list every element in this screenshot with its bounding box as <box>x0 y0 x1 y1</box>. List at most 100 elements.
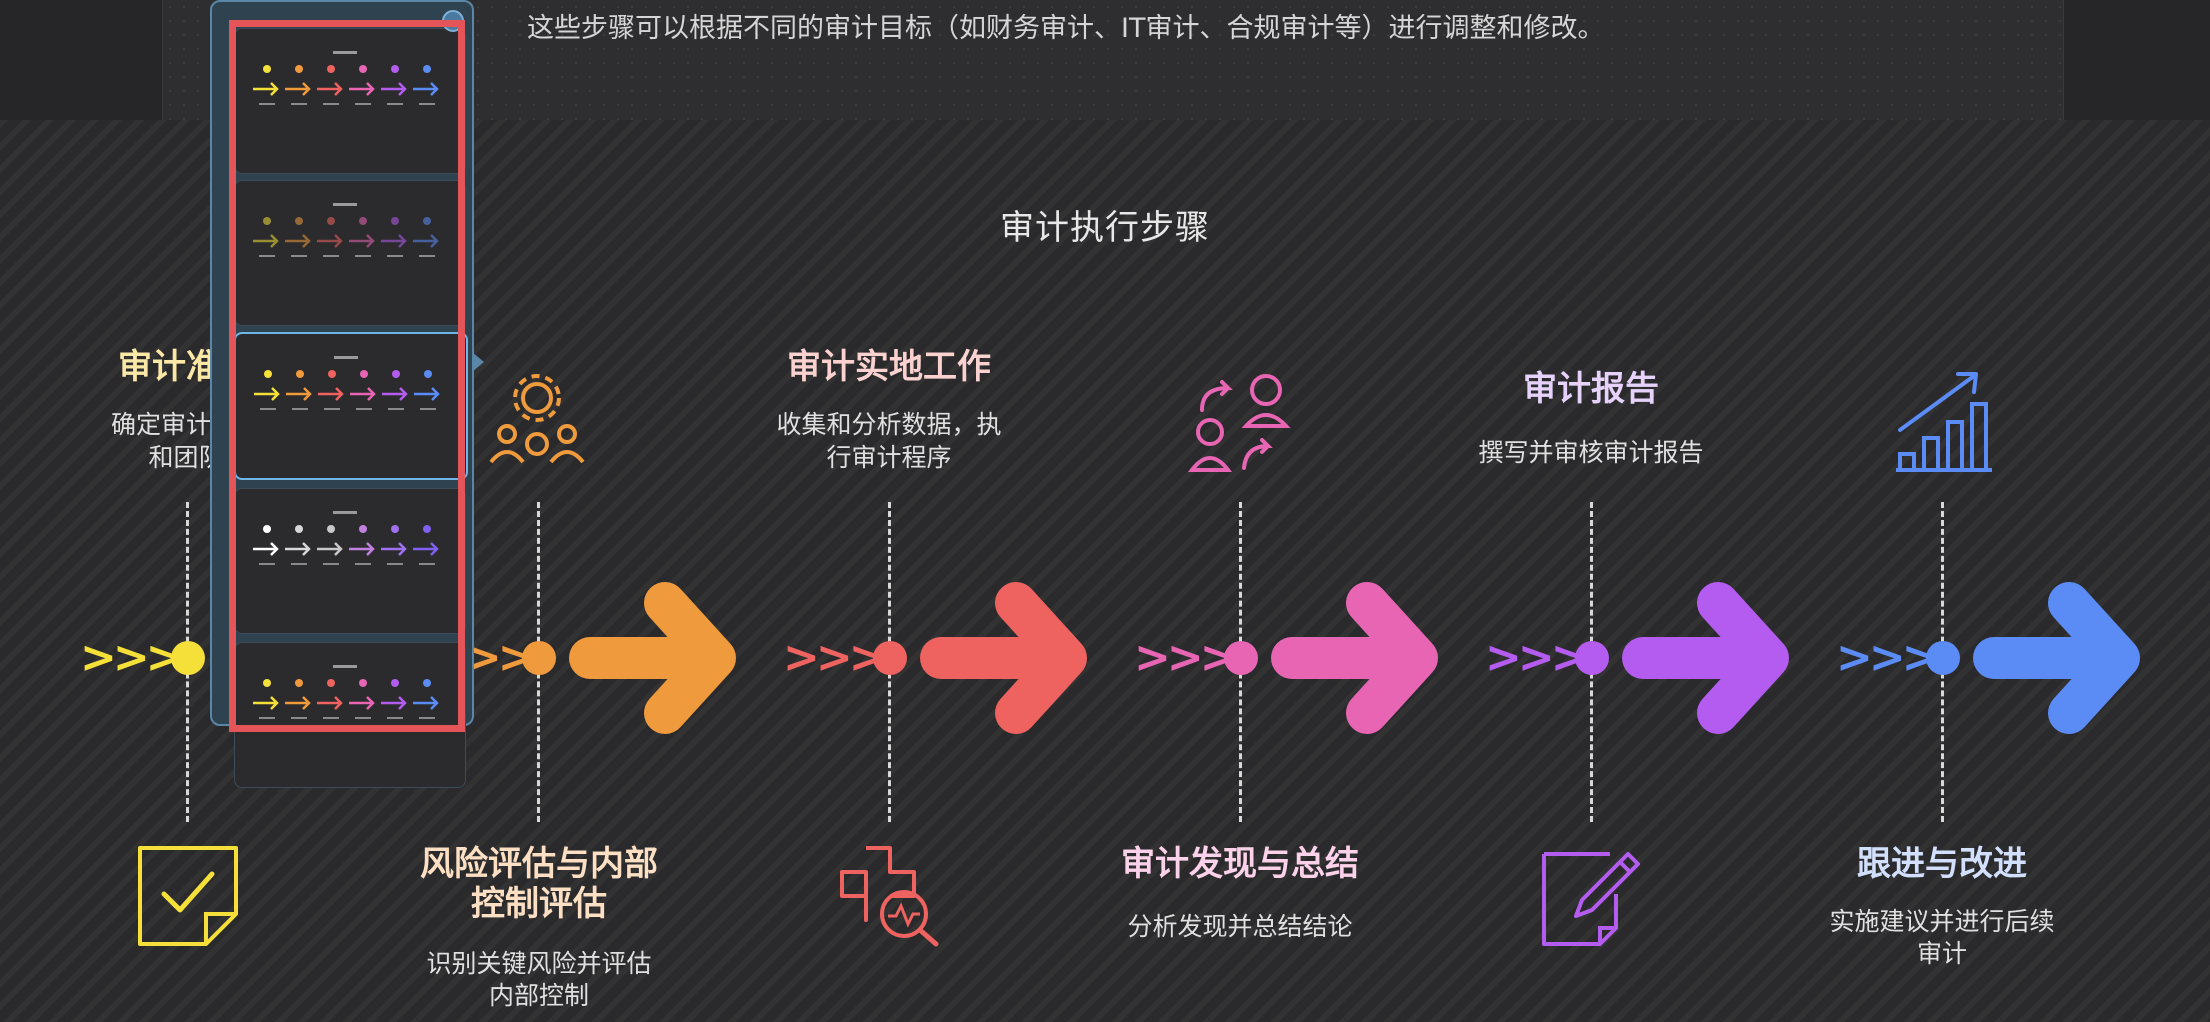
thumbnail-arrow <box>413 234 439 248</box>
style-thumbnail-5[interactable] <box>234 642 466 788</box>
thumbnail-arrow <box>253 542 279 556</box>
thumbnail-node <box>264 370 272 378</box>
thumbnail-label-bar <box>323 103 339 105</box>
thumbnail-label-bar <box>291 563 307 565</box>
thumbnail-arrow <box>382 387 408 401</box>
pen-document-icon <box>1542 852 1640 946</box>
thumbnail-node <box>423 65 431 73</box>
thumbnail-arrow <box>350 387 376 401</box>
step1-chevrons: >>> <box>80 632 183 683</box>
thumbnail-arrow <box>286 387 312 401</box>
thumbnail-label-bar <box>420 408 436 410</box>
thumbnail-arrow <box>413 542 439 556</box>
style-thumbnail-1[interactable] <box>234 28 466 174</box>
thumbnail-arrow <box>414 387 440 401</box>
growth-chart-icon <box>1896 372 1992 472</box>
thumbnail-arrow <box>254 387 280 401</box>
thumbnail-label-bar <box>323 255 339 257</box>
thumbnail-node <box>423 217 431 225</box>
thumbnail-node <box>391 217 399 225</box>
step3-dot <box>873 641 907 675</box>
thumbnail-arrow <box>253 82 279 96</box>
step4-dot <box>1224 641 1258 675</box>
thumbnail-label-bar <box>387 717 403 719</box>
step3-desc-line2: 行审计程序 <box>826 443 952 472</box>
thumbnail-node <box>360 370 368 378</box>
thumbnail-arrow <box>317 696 343 710</box>
thumbnail-arrow <box>317 82 343 96</box>
step4-chevrons: >>> <box>1134 632 1237 683</box>
step2-desc-line2: 内部控制 <box>488 981 589 1010</box>
document-top-strip: 这些步骤可以根据不同的审计目标（如财务审计、IT审计、合规审计等）进行调整和修改… <box>0 0 2210 120</box>
step4-desc: 分析发现并总结结论 <box>1127 912 1353 941</box>
step2-arrow <box>569 582 736 734</box>
thumbnail-node <box>295 65 303 73</box>
checklist-note-icon <box>138 846 238 946</box>
thumbnail-node <box>327 679 335 687</box>
thumbnail-node <box>391 525 399 533</box>
thumbnail-preview <box>253 51 439 105</box>
thumbnail-preview <box>253 511 439 565</box>
thumbnail-arrow <box>317 234 343 248</box>
step6-chevrons: >>> <box>1836 632 1939 683</box>
thumbnail-node <box>423 525 431 533</box>
thumbnail-label-bar <box>387 103 403 105</box>
step3-title: 审计实地工作 <box>787 347 991 387</box>
thumbnail-title-bar <box>334 356 358 359</box>
thumbnail-label-bar <box>387 563 403 565</box>
thumbnail-label-bar <box>291 717 307 719</box>
thumbnail-node <box>296 370 304 378</box>
thumbnail-node <box>295 679 303 687</box>
step2-desc-line1: 识别关键风险并评估 <box>426 949 652 978</box>
diagram-title: 审计执行步骤 <box>1000 208 1210 248</box>
thumbnail-arrow <box>381 234 407 248</box>
thumbnail-arrow <box>285 82 311 96</box>
thumbnail-node <box>359 217 367 225</box>
thumbnail-arrow <box>349 82 375 96</box>
step4-arrow <box>1271 582 1438 734</box>
thumbnail-node <box>359 65 367 73</box>
style-thumbnail-2[interactable] <box>234 180 466 326</box>
thumbnail-arrow <box>349 234 375 248</box>
thumbnail-node <box>327 525 335 533</box>
step3-desc-line1: 收集和分析数据，执 <box>776 410 1002 439</box>
thumbnail-node <box>392 370 400 378</box>
style-thumbnail-panel <box>210 0 474 788</box>
thumbnail-label-bar <box>259 563 275 565</box>
thumbnail-label-bar <box>419 103 435 105</box>
thumbnail-title-bar <box>333 511 357 514</box>
thumbnail-arrow <box>413 696 439 710</box>
thumbnail-label-bar <box>291 255 307 257</box>
thumbnail-node <box>359 525 367 533</box>
thumbnail-node <box>359 679 367 687</box>
thumbnail-node <box>263 679 271 687</box>
medical-search-icon <box>840 846 939 947</box>
thumbnail-title-bar <box>333 203 357 206</box>
thumbnail-label-bar <box>323 717 339 719</box>
thumbnail-label-bar <box>355 563 371 565</box>
thumbnail-label-bar <box>355 255 371 257</box>
thumbnail-arrow <box>317 542 343 556</box>
step3-arrow <box>920 582 1087 734</box>
thumbnail-label-bar <box>356 408 372 410</box>
thumbnail-label-bar <box>291 103 307 105</box>
style-thumbnail-3[interactable] <box>234 332 468 480</box>
thumbnail-label-bar <box>419 255 435 257</box>
intro-line: 这些步骤可以根据不同的审计目标（如财务审计、IT审计、合规审计等）进行调整和修改… <box>527 13 1605 44</box>
step2-title-line1: 风险评估与内部 <box>420 844 658 884</box>
thumbnail-preview <box>253 203 439 257</box>
step5-chevrons: >>> <box>1485 632 1588 683</box>
step4-title: 审计发现与总结 <box>1121 844 1359 884</box>
thumbnail-node <box>263 525 271 533</box>
thumbnail-arrow <box>413 82 439 96</box>
step6-desc-line1: 实施建议并进行后续 <box>1829 907 2055 936</box>
thumbnail-preview <box>253 665 439 719</box>
step5-title: 审计报告 <box>1523 369 1659 409</box>
people-exchange-icon <box>1187 374 1291 472</box>
step3-chevrons: >>> <box>783 632 886 683</box>
step2-dot <box>522 641 556 675</box>
thumbnail-arrow <box>285 234 311 248</box>
step5-desc: 撰写并审核审计报告 <box>1478 438 1704 467</box>
thumbnail-arrow <box>285 542 311 556</box>
thumbnail-node <box>328 370 336 378</box>
